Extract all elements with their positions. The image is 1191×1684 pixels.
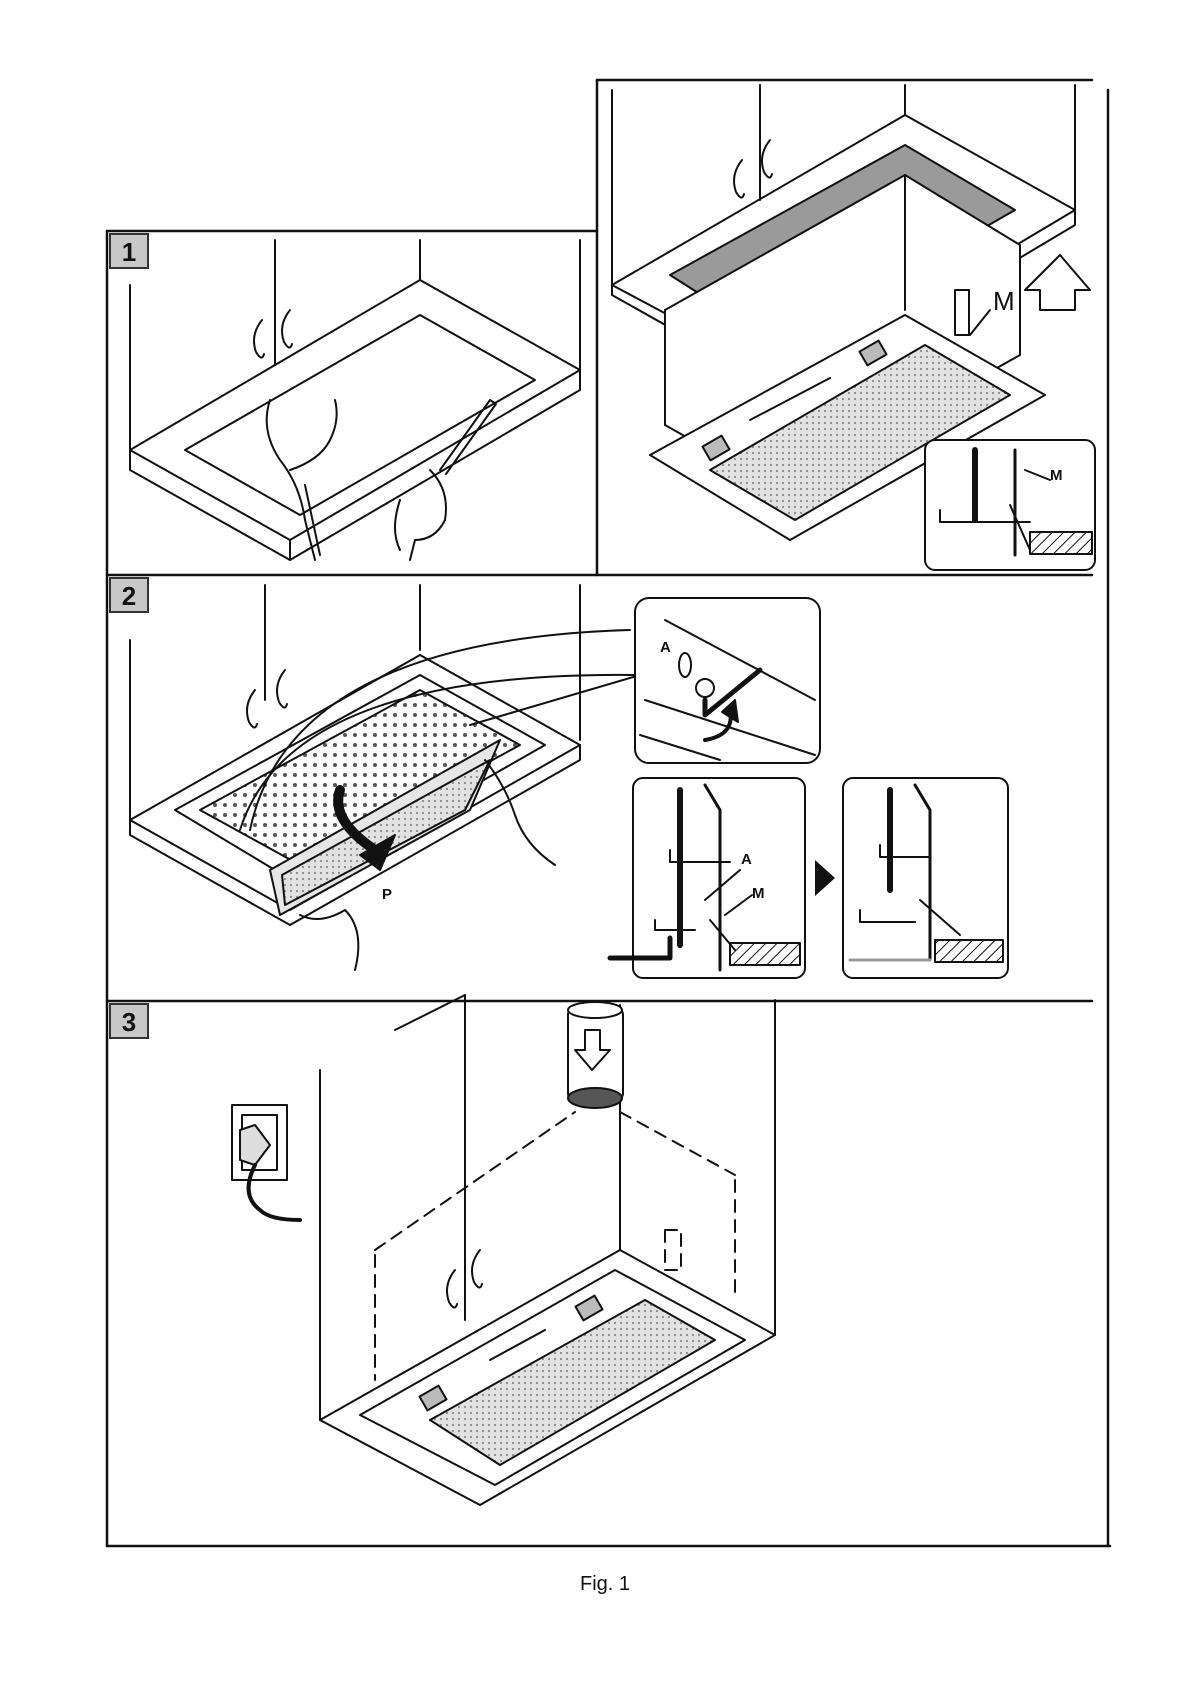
next-step-arrow-icon [815,860,835,896]
step-badge-3: 3 [110,1004,148,1038]
label-p-panel: P [382,886,392,903]
figure-caption: Fig. 1 [580,1573,630,1595]
step-number-3: 3 [122,1007,136,1037]
label-m-main: M [993,286,1015,316]
detail-section-before [610,778,805,978]
detail-section-after [843,778,1008,978]
step-number-1: 1 [122,237,136,267]
label-m-detail: M [1050,467,1063,484]
panel-1-cabinet-cutout [130,240,580,560]
detail-inset-key [635,598,820,763]
label-m-section: M [752,885,765,902]
label-a-detail: A [660,639,671,656]
panel-2-hood-mounting [130,585,640,970]
detail-inset-clip [925,440,1095,570]
panel-3-final-assembly [232,995,775,1505]
step-number-2: 2 [122,581,136,611]
step-badge-2: 2 [110,578,148,612]
label-a-section: A [741,851,752,868]
step-badge-1: 1 [110,234,148,268]
